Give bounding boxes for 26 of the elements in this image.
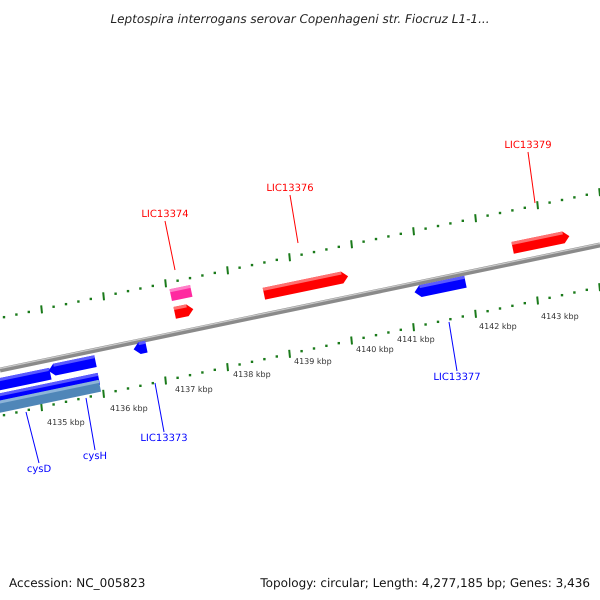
accession-text: Accession: NC_005823 <box>9 575 146 592</box>
title: Leptospira interrogans serovar Copenhageni str. Fiocruz L1-1... <box>109 11 491 28</box>
position-label: 4140 kbp <box>356 345 394 355</box>
position-label: 4141 kbp <box>397 335 435 345</box>
leader-line <box>290 194 298 244</box>
gene-label: LIC13377 <box>433 371 481 384</box>
gene-label: LIC13379 <box>504 139 552 152</box>
position-label: 4135 kbp <box>47 418 85 428</box>
leader-line <box>26 412 40 464</box>
position-label: 4137 kbp <box>175 385 213 395</box>
position-label: 4136 kbp <box>110 404 148 414</box>
position-label: 4138 kbp <box>233 370 271 380</box>
position-label: 4139 kbp <box>294 357 332 367</box>
position-label: 4143 kbp <box>541 312 579 322</box>
leader-line <box>528 152 536 204</box>
gene-label: LIC13373 <box>140 432 188 445</box>
leader-line <box>86 398 96 450</box>
position-label: 4142 kbp <box>479 322 517 332</box>
gene-label: cysH <box>82 450 108 463</box>
leader-line <box>448 322 458 372</box>
leader-line <box>154 382 164 432</box>
gene-label: LIC13376 <box>266 182 314 195</box>
gene-label: cysD <box>26 463 52 476</box>
gene-label: LIC13374 <box>141 208 189 221</box>
genome-stats-text: Topology: circular; Length: 4,277,185 bp; Genes: 3,436 <box>260 575 590 592</box>
leader-line <box>164 220 176 270</box>
